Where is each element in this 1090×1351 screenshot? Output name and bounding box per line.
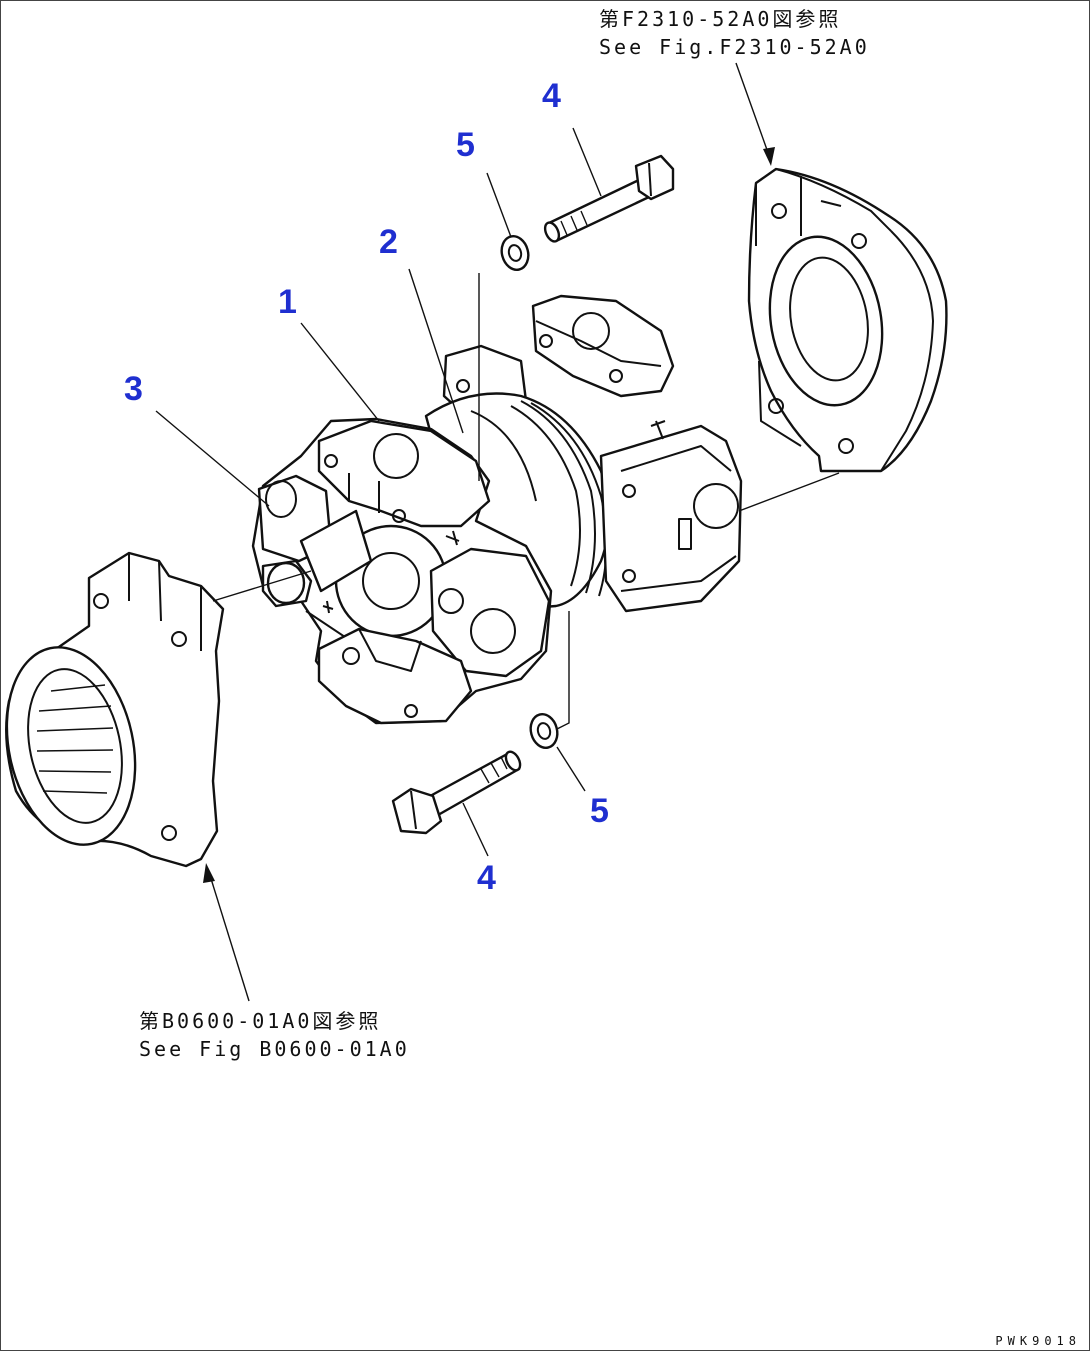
callout-part-3: 3	[124, 370, 143, 408]
flange-yoke-left	[5, 551, 225, 868]
reference-note-top-en: See Fig.F2310-52A0	[599, 35, 870, 59]
assembly-line-left-flange	[212, 570, 312, 602]
callout-part-1: 1	[278, 283, 297, 321]
washer-upper	[500, 235, 530, 271]
callout-part-4-lower: 4	[477, 859, 496, 897]
washer-lower	[529, 713, 559, 749]
callout-part-2: 2	[379, 223, 398, 261]
universal-joint-assembly	[251, 294, 743, 725]
bolt-upper	[543, 154, 675, 243]
reference-note-top-jp: 第F2310-52A0図参照	[599, 7, 842, 31]
reference-arrow-top	[735, 62, 775, 166]
callout-part-4-upper: 4	[542, 77, 561, 115]
bolt-lower	[391, 750, 522, 835]
leader-lines	[155, 127, 602, 857]
assembly-line-washer-lower	[556, 611, 570, 730]
callout-part-5-lower: 5	[590, 792, 609, 830]
reference-note-bottom-en: See Fig B0600-01A0	[139, 1037, 410, 1061]
drawing-code: PWK9018	[995, 1334, 1081, 1348]
flange-yoke-right	[747, 167, 948, 473]
callout-part-5-upper: 5	[456, 126, 475, 164]
reference-arrow-bottom	[203, 863, 250, 1002]
assembly-line-right-flange	[738, 472, 840, 512]
reference-note-bottom-jp: 第B0600-01A0図参照	[139, 1009, 382, 1033]
